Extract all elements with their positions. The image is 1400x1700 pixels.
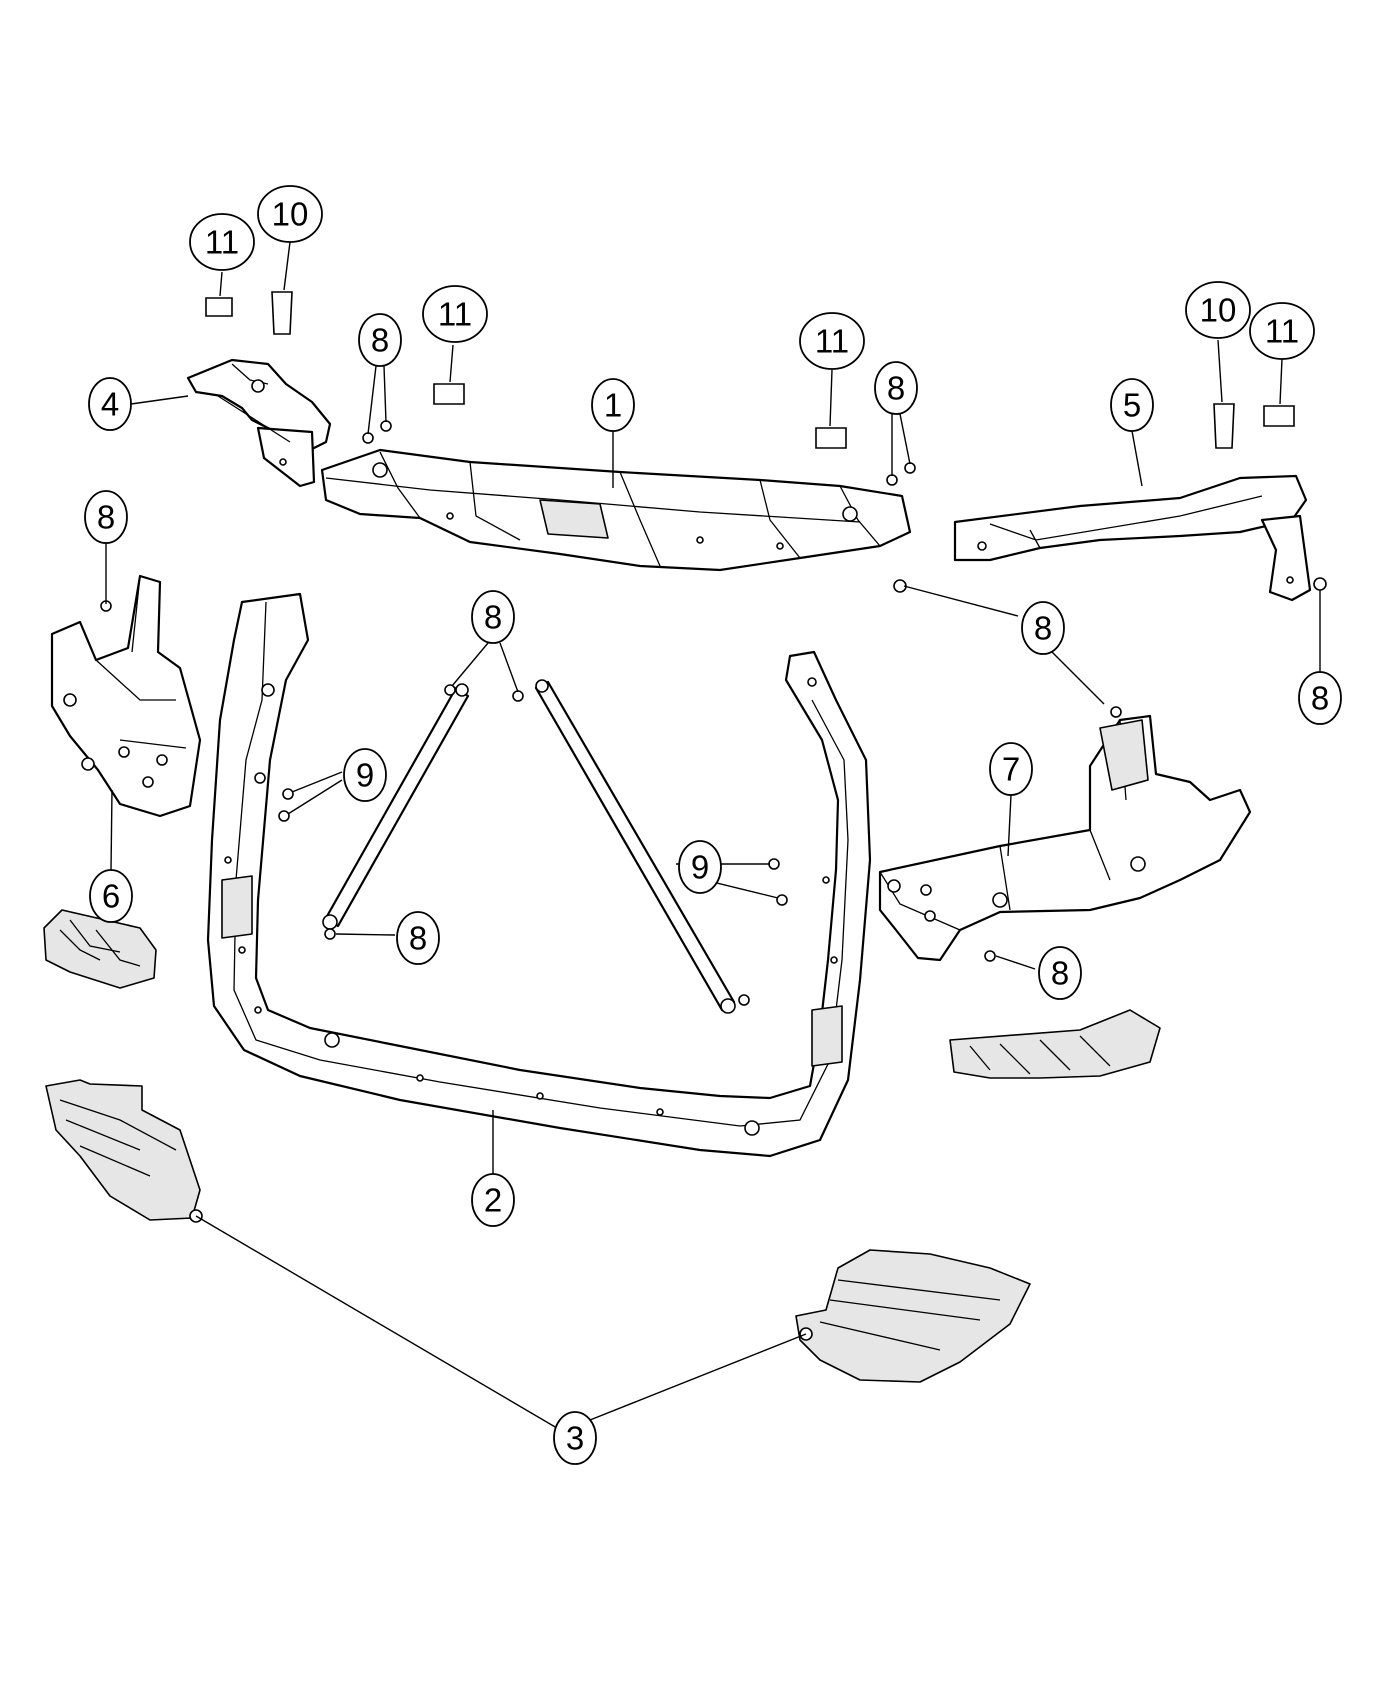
- callout-8-h: 8: [1038, 946, 1082, 1000]
- svg-text:8: 8: [484, 599, 502, 636]
- svg-text:3: 3: [566, 1420, 584, 1457]
- clip-1: [205, 297, 233, 317]
- callout-9-a: 9: [343, 748, 387, 802]
- callout-1: 1: [591, 378, 635, 432]
- diagonal-braces: [322, 679, 736, 1014]
- callout-11-c: 11: [799, 312, 865, 370]
- svg-text:8: 8: [97, 499, 115, 536]
- svg-text:8: 8: [887, 370, 905, 407]
- callout-8-e: 8: [1298, 671, 1342, 725]
- callout-9-b: 9: [678, 840, 722, 894]
- svg-text:8: 8: [1034, 610, 1052, 647]
- callout-11-d: 11: [1249, 302, 1315, 360]
- svg-text:9: 9: [691, 849, 709, 886]
- callout-10-a: 10: [257, 185, 323, 243]
- svg-text:11: 11: [815, 323, 849, 360]
- part-2-radiator-support: [206, 592, 872, 1158]
- part-3-air-deflectors: [45, 1079, 1031, 1383]
- part-4-left-upper-bracket: [186, 358, 332, 488]
- svg-text:5: 5: [1123, 387, 1141, 424]
- svg-text:6: 6: [102, 878, 120, 915]
- part-6-left-support-bracket: [50, 574, 202, 818]
- push-pin-left: [271, 291, 293, 335]
- part-7-right-support-bracket: [878, 714, 1252, 962]
- svg-text:8: 8: [409, 920, 427, 957]
- right-lower-bracket: [949, 1009, 1161, 1079]
- svg-text:11: 11: [205, 224, 239, 261]
- callout-8-b: 8: [358, 313, 402, 367]
- svg-text:11: 11: [1265, 313, 1299, 350]
- clip-4: [1263, 405, 1295, 427]
- part-1-upper-crossmember: [320, 448, 912, 572]
- callout-7: 7: [989, 742, 1033, 796]
- callout-3: 3: [553, 1411, 597, 1465]
- svg-text:2: 2: [484, 1182, 502, 1219]
- svg-text:8: 8: [371, 322, 389, 359]
- svg-text:9: 9: [356, 757, 374, 794]
- callout-5: 5: [1110, 378, 1154, 432]
- svg-text:7: 7: [1002, 751, 1020, 788]
- svg-text:8: 8: [1051, 955, 1069, 992]
- callout-8-d: 8: [1021, 601, 1065, 655]
- svg-text:4: 4: [101, 386, 119, 423]
- svg-text:8: 8: [1311, 680, 1329, 717]
- push-pin-right: [1213, 403, 1235, 449]
- callout-6: 6: [89, 869, 133, 923]
- clip-2: [433, 383, 465, 405]
- callout-10-b: 10: [1185, 281, 1251, 339]
- callout-8-g: 8: [396, 911, 440, 965]
- svg-text:10: 10: [1200, 292, 1237, 329]
- svg-text:10: 10: [272, 196, 309, 233]
- callout-11-a: 11: [189, 213, 255, 271]
- fasteners: [100, 291, 1327, 1006]
- svg-text:1: 1: [604, 387, 622, 424]
- left-lower-bracket: [43, 909, 157, 989]
- callout-8-c: 8: [874, 361, 918, 415]
- callout-8-a: 8: [84, 490, 128, 544]
- callout-2: 2: [471, 1173, 515, 1227]
- clip-3: [815, 427, 847, 449]
- part-5-right-upper-bracket: [953, 474, 1312, 602]
- callout-8-f: 8: [471, 590, 515, 644]
- callout-4: 4: [88, 377, 132, 431]
- svg-text:11: 11: [438, 296, 472, 333]
- callout-11-b: 11: [422, 285, 488, 343]
